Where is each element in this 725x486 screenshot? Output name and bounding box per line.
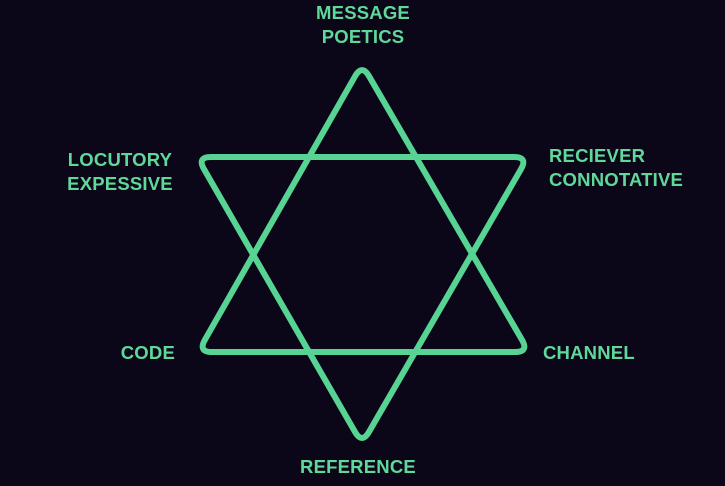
label-reciever-connotative: RECIEVER CONNOTATIVE xyxy=(549,144,683,192)
label-line-connotative: CONNOTATIVE xyxy=(549,169,684,190)
label-channel: CHANNEL xyxy=(543,341,635,365)
label-line-locutory: LOCUTORY xyxy=(67,149,173,170)
upward-triangle-outline xyxy=(199,67,528,355)
downward-triangle-outline xyxy=(198,154,527,441)
label-line-reference: REFERENCE xyxy=(300,456,416,477)
label-line-expessive: EXPESSIVE xyxy=(67,173,173,194)
label-line-channel: CHANNEL xyxy=(543,342,635,363)
label-line-message: MESSAGE xyxy=(316,2,410,23)
label-message-poetics: MESSAGE POETICS xyxy=(316,1,410,49)
label-line-reciever: RECIEVER xyxy=(549,145,646,166)
label-code: CODE xyxy=(121,341,175,365)
label-line-code: CODE xyxy=(120,342,175,363)
label-line-poetics: POETICS xyxy=(321,26,405,47)
label-reference: REFERENCE xyxy=(300,455,416,479)
label-locutory-expessive: LOCUTORY EXPESSIVE xyxy=(67,148,173,196)
